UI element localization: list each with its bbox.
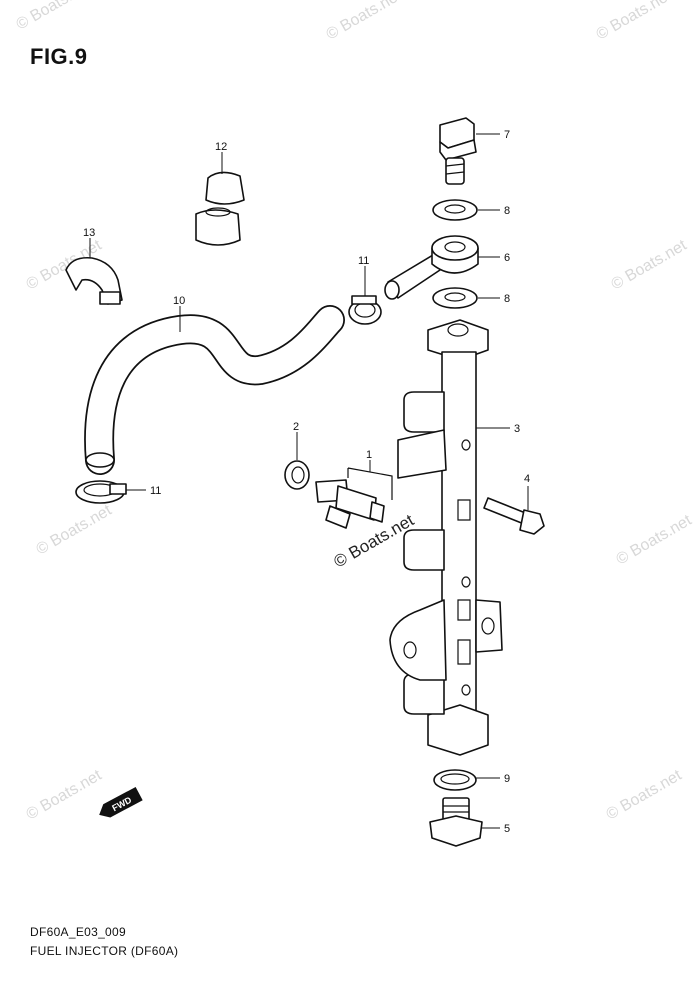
watermark: © Boats.net <box>14 0 96 33</box>
part-10-fuel-hose <box>84 305 345 475</box>
part-7-banjo-bolt <box>439 117 477 185</box>
watermark: © Boats.net <box>609 237 691 294</box>
diagram-code: DF60A_E03_009 <box>30 925 126 939</box>
callout-11-upper: 11 <box>358 255 369 267</box>
watermark: © Boats.net <box>614 512 696 569</box>
callout-5: 5 <box>504 823 510 835</box>
callout-3: 3 <box>514 423 520 435</box>
callout-8-upper: 8 <box>504 205 510 217</box>
watermark: © Boats.net <box>324 0 406 43</box>
part-12-hose-clip <box>195 171 245 246</box>
part-3-fuel-delivery-pipe <box>389 319 503 756</box>
part-11-clamp-lower <box>75 480 127 504</box>
part-11-clamp-upper <box>348 295 382 325</box>
part-8-washer-lower <box>432 287 478 309</box>
part-13-hose-clamp <box>65 256 123 305</box>
callout-4: 4 <box>524 473 530 485</box>
callout-1: 1 <box>366 449 372 461</box>
callout-8-lower: 8 <box>504 293 510 305</box>
callout-13: 13 <box>83 227 95 239</box>
watermark: © Boats.net <box>604 767 686 824</box>
diagram-name: FUEL INJECTOR (DF60A) <box>30 944 179 958</box>
callout-10: 10 <box>173 295 185 307</box>
part-8-washer-upper <box>432 199 478 221</box>
callout-12: 12 <box>215 141 227 153</box>
part-2-o-ring <box>284 460 310 490</box>
callout-11-lower: 11 <box>150 485 161 497</box>
figure-title: FIG.9 <box>30 44 88 69</box>
part-4-bolt <box>483 497 545 535</box>
callout-6: 6 <box>504 252 510 264</box>
watermark: © Boats.net <box>594 0 676 43</box>
part-6-banjo-fitting <box>384 235 479 300</box>
watermark: © Boats.net <box>24 767 106 824</box>
callout-7: 7 <box>504 129 510 141</box>
callout-9: 9 <box>504 773 510 785</box>
fwd-direction-badge: FWD <box>99 786 143 818</box>
part-5-plug <box>429 797 483 847</box>
part-9-o-ring <box>433 769 477 791</box>
watermark: © Boats.net <box>34 502 116 559</box>
callout-2: 2 <box>293 421 299 433</box>
part-1-fuel-injector <box>315 467 393 529</box>
